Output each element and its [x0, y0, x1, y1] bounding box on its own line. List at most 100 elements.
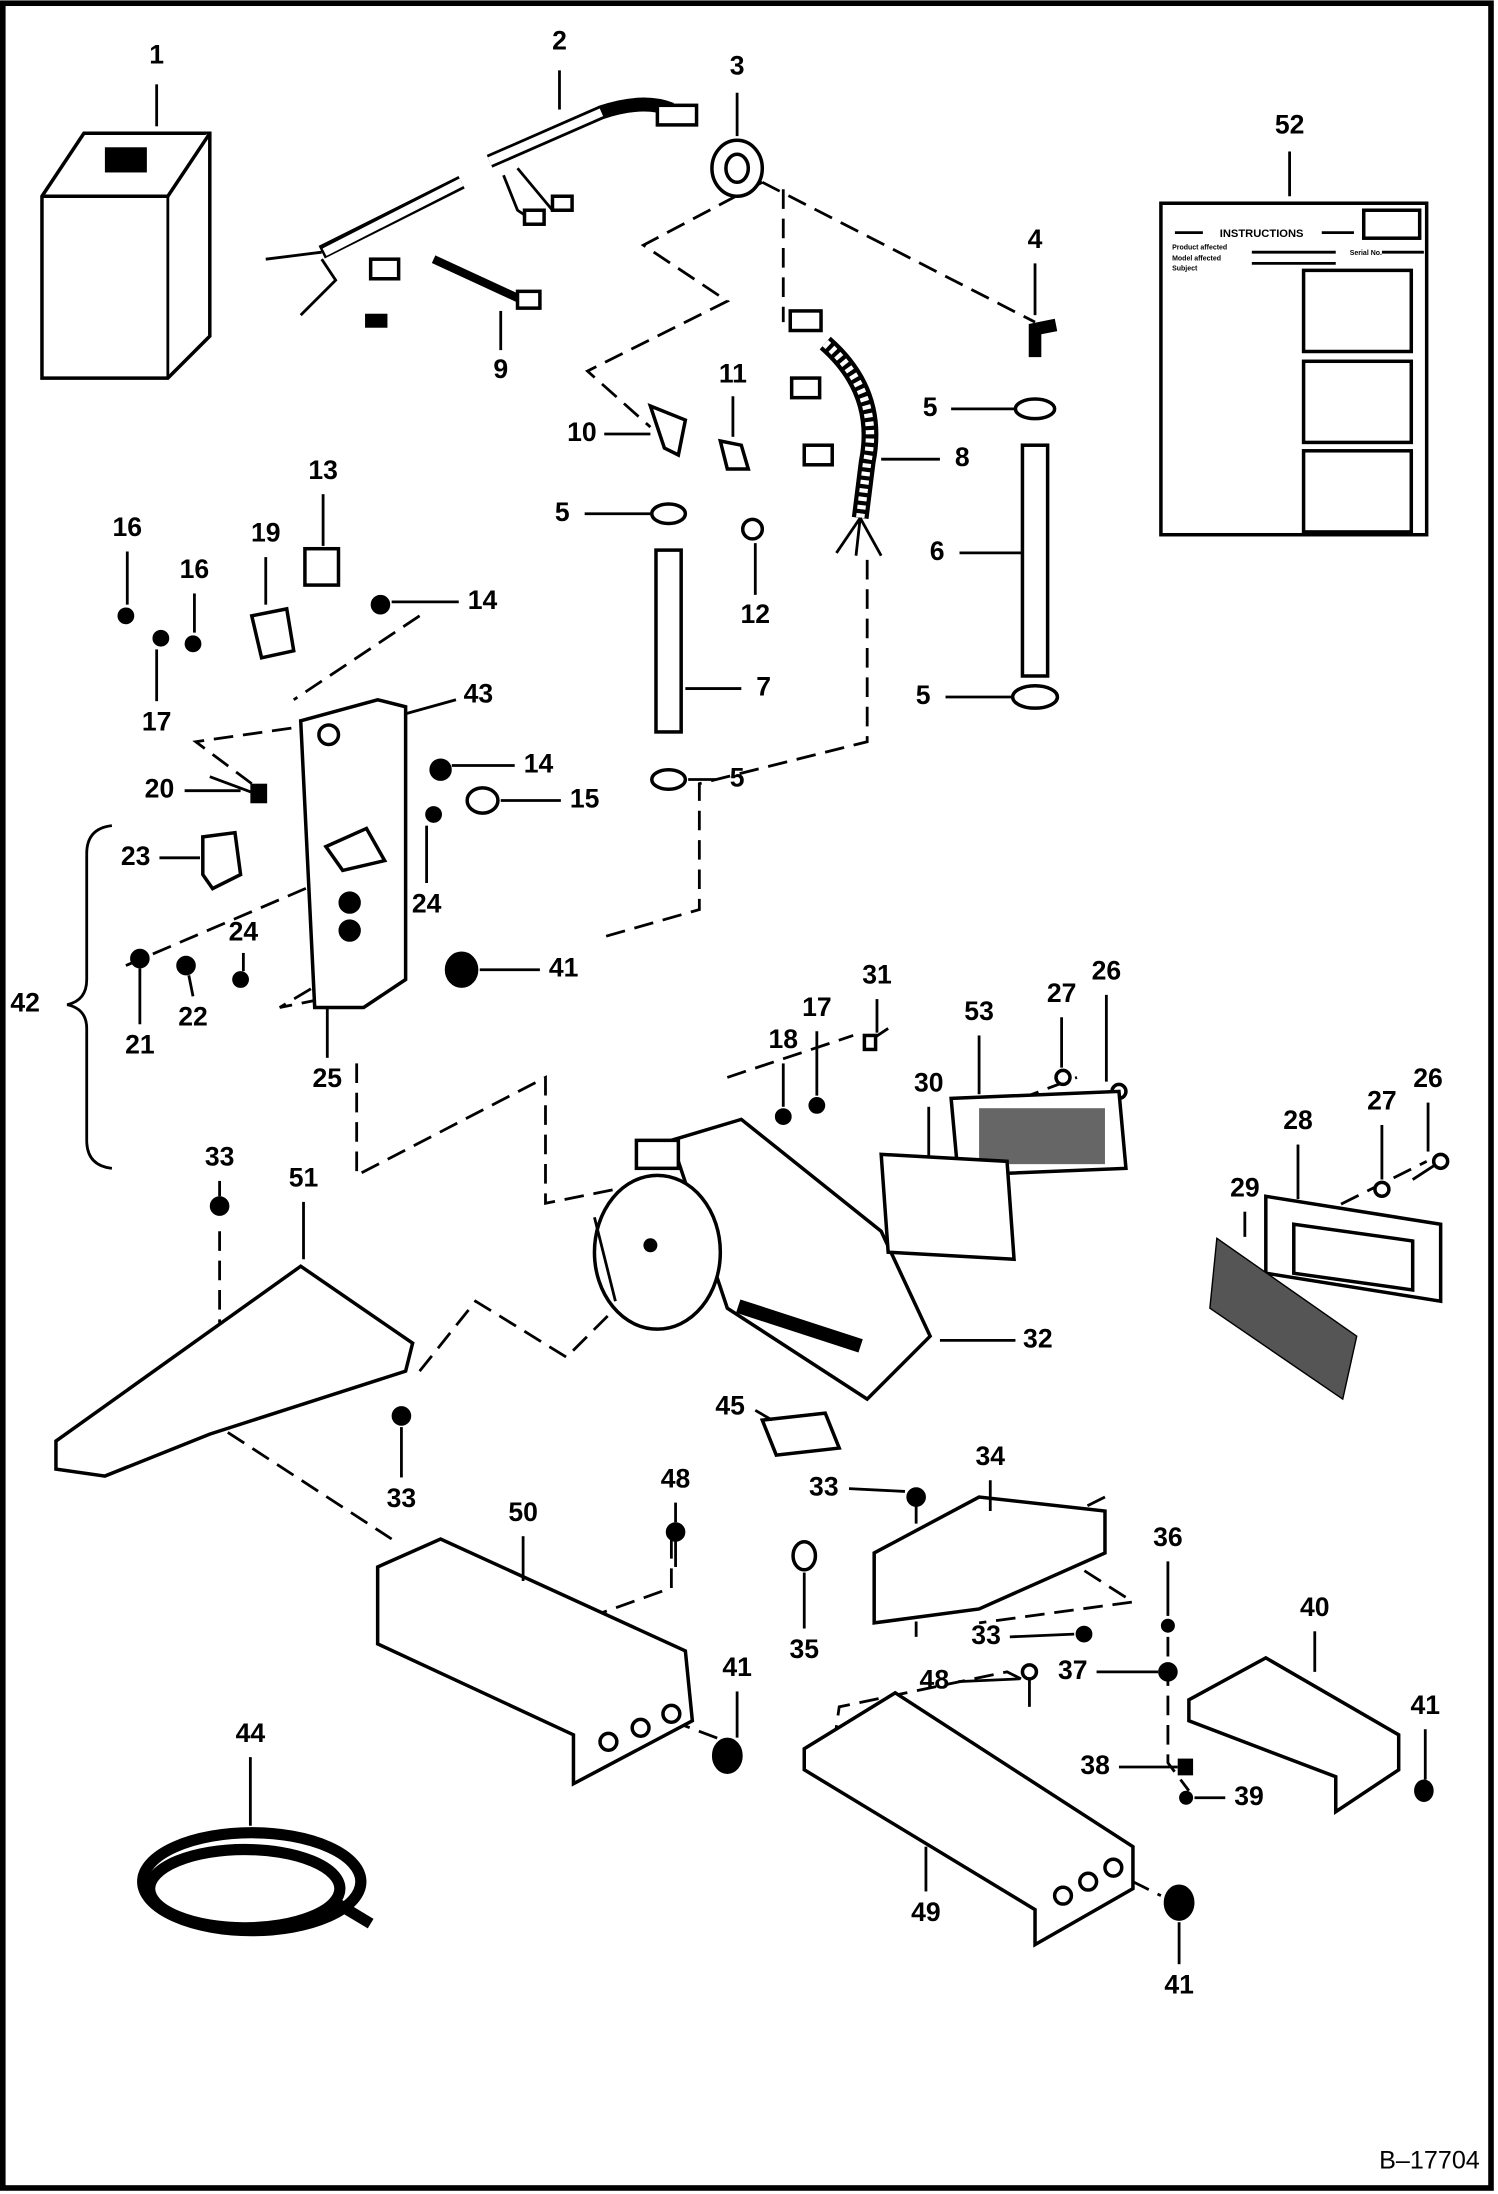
callout-number: 30 [914, 1067, 944, 1097]
callout-number: 13 [308, 455, 338, 485]
callout-number: 8 [955, 442, 970, 472]
callout-number: 37 [1058, 1655, 1088, 1685]
callout-number: 39 [1234, 1781, 1264, 1811]
part-23-relay [201, 830, 243, 891]
callout-number: 1 [149, 39, 164, 69]
instruction-title: INSTRUCTIONS [1220, 228, 1304, 240]
bracket-hole [338, 919, 361, 942]
callout-number: 24 [229, 916, 259, 946]
part-46-clip [365, 313, 388, 328]
instruction-serial-label: Serial No. [1350, 250, 1382, 257]
callout-number: 33 [809, 1472, 839, 1502]
frame-opening [1292, 1222, 1415, 1292]
callout-number: 41 [722, 1652, 752, 1682]
part-2-wire-harness [265, 97, 699, 317]
part-30-louver [879, 1152, 1016, 1262]
callout-number: 40 [1300, 1592, 1330, 1622]
part-11-fitting [717, 438, 751, 471]
callout-number: 33 [205, 1142, 235, 1172]
cover-hole [598, 1731, 619, 1752]
callout-number: 2 [552, 25, 567, 55]
callout-number: 26 [1092, 956, 1122, 986]
part-19-cover [249, 606, 296, 660]
callout-number: 4 [1028, 224, 1043, 254]
callout-number: 6 [930, 536, 945, 566]
part-52-instruction-sheet: INSTRUCTIONS Product affected Model affe… [1159, 201, 1429, 537]
callout-number: 25 [313, 1063, 343, 1093]
cover-hole [1103, 1857, 1124, 1878]
callout-number: 48 [920, 1665, 950, 1695]
cover-hole [1052, 1885, 1074, 1906]
callout-number: 35 [789, 1634, 819, 1664]
callout-number: 53 [964, 996, 994, 1026]
part-3-grommet-hole [724, 152, 751, 185]
part-50-cover [375, 1537, 695, 1787]
part-9-cable-tie [431, 255, 527, 305]
callout-number: 5 [923, 392, 938, 422]
instruction-field-2: Model affected [1172, 256, 1221, 263]
leader-line [1009, 1632, 1075, 1639]
callout-number: 20 [145, 774, 175, 804]
callout-number: 34 [976, 1441, 1006, 1471]
cover-hole [630, 1717, 651, 1738]
part-5-grommets [650, 397, 1060, 792]
callout-number: 52 [1275, 109, 1305, 139]
part-9-tie-head [515, 289, 542, 310]
part-13-switch [303, 546, 341, 587]
hardware-bolts [209, 775, 1450, 1707]
part-8-wire-harness [788, 309, 883, 557]
callout-number: 16 [180, 554, 210, 584]
callout-number: 26 [1413, 1063, 1443, 1093]
part-29-screen [1209, 1237, 1358, 1401]
callout-number: 3 [730, 51, 745, 81]
callout-number: 50 [508, 1497, 538, 1527]
callout-number: 17 [142, 707, 172, 737]
part-43-plate [323, 826, 388, 873]
callout-number: 43 [464, 679, 494, 709]
part-49-cover [802, 1690, 1135, 1948]
callout-number: 27 [1047, 978, 1077, 1008]
group-42-brace [66, 824, 113, 1170]
leader-line [405, 698, 457, 716]
bracket-hole [338, 891, 361, 914]
part-12-nut [740, 517, 765, 541]
callout-number: 12 [741, 599, 771, 629]
callout-number: 42 [10, 988, 40, 1018]
leader-line [754, 1409, 773, 1422]
callout-number: 36 [1153, 1522, 1183, 1552]
callout-number: 49 [911, 1897, 941, 1927]
callout-number: 19 [251, 518, 281, 548]
part-7-tube [654, 548, 683, 734]
callout-number: 28 [1283, 1105, 1313, 1135]
part-34-bracket [872, 1495, 1107, 1625]
callout-number: 48 [661, 1463, 691, 1493]
callout-number: 51 [289, 1163, 319, 1193]
callout-number: 18 [768, 1024, 798, 1054]
cover-hole [661, 1703, 682, 1724]
leader-line [958, 1677, 1020, 1684]
callout-number: 38 [1080, 1750, 1110, 1780]
drawing-reference-number: B–17704 [1379, 2146, 1480, 2174]
bracket-hole [317, 723, 341, 747]
callout-number: 24 [412, 888, 442, 918]
part-45-pad [759, 1411, 842, 1457]
callout-number: 7 [756, 672, 771, 702]
callout-number: 27 [1367, 1086, 1397, 1116]
callout-number: 5 [730, 763, 745, 793]
leader-line [187, 975, 195, 997]
leader-line [848, 1487, 906, 1493]
callout-number: 14 [468, 585, 498, 615]
part-44-hose-coil [137, 1827, 374, 1937]
callout-number: 31 [862, 960, 892, 990]
instruction-field-3: Subject [1172, 265, 1198, 272]
callout-number: 11 [719, 358, 747, 388]
callout-number: 9 [493, 354, 508, 384]
instruction-field-1: Product affected [1172, 244, 1227, 251]
callout-number: 41 [1410, 1690, 1440, 1720]
part-10-bracket [647, 403, 688, 458]
callout-number: 41 [549, 953, 579, 983]
callout-number: 44 [236, 1718, 266, 1748]
